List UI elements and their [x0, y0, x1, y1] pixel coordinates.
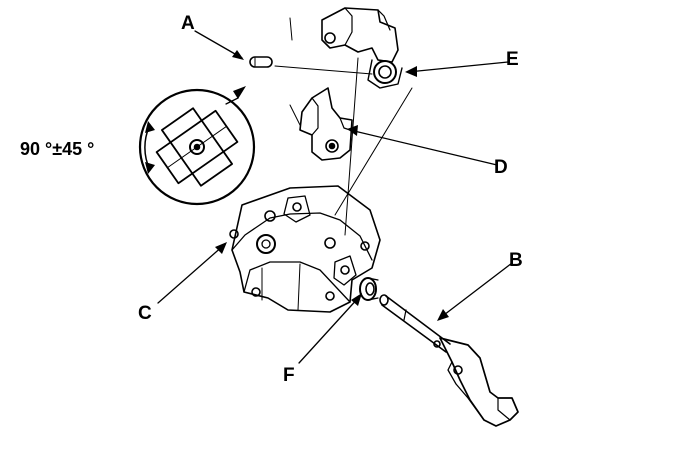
- leader-c: [157, 244, 225, 304]
- callout-d: D: [494, 157, 508, 178]
- callout-a: A: [181, 13, 195, 34]
- arrowhead-f: [351, 293, 362, 306]
- leader-a: [194, 30, 243, 59]
- pin-icon: [249, 56, 273, 68]
- arrowhead-d: [347, 125, 358, 136]
- callout-f: F: [283, 365, 295, 386]
- bracket-icon: [299, 87, 353, 161]
- angle-spec-label: 90 °±45 °: [20, 139, 95, 159]
- callout-b: B: [509, 250, 523, 271]
- arrowhead-e: [405, 66, 417, 77]
- housing-icon: [229, 185, 381, 313]
- callout-e: E: [506, 49, 519, 70]
- leader-lines: [157, 17, 513, 364]
- leader-f: [298, 295, 361, 364]
- rotation-detail-circle: [138, 88, 256, 206]
- arrowhead-a: [232, 50, 244, 60]
- lever-shaft-icon: [379, 294, 519, 427]
- arrowhead-b: [437, 309, 449, 321]
- arrowhead-detail: [233, 86, 246, 99]
- cam-holder-icon: [321, 7, 403, 89]
- leader-b: [439, 262, 513, 319]
- leader-d: [349, 129, 498, 166]
- seal-icon: [359, 277, 379, 301]
- callout-c: C: [138, 303, 152, 324]
- arrowheads: [215, 50, 449, 321]
- leader-e: [407, 61, 509, 73]
- arrowhead-c: [215, 242, 227, 254]
